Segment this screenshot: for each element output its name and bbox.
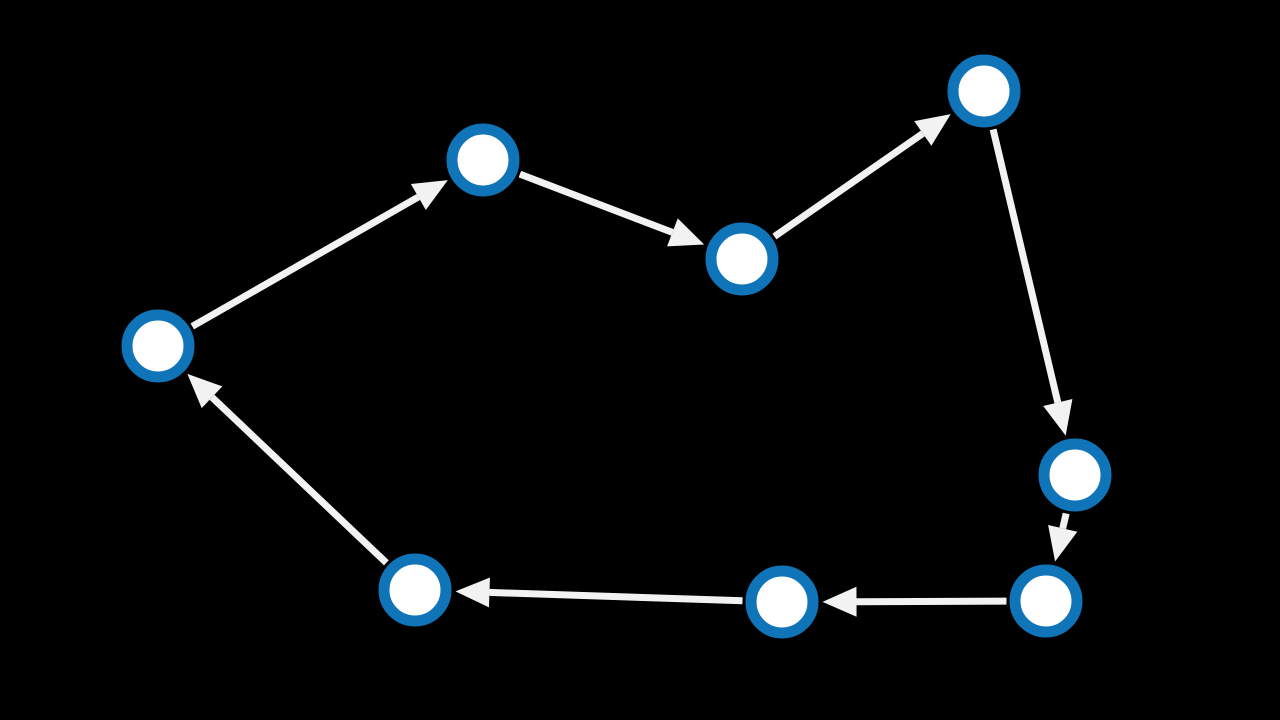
graph-node[interactable] <box>121 309 195 383</box>
graph-edge[interactable] <box>455 577 743 608</box>
arrowhead-icon <box>410 180 448 211</box>
edges-layer <box>187 114 1078 617</box>
node-circle <box>745 565 819 639</box>
nodes-layer <box>121 54 1112 639</box>
arrowhead-icon <box>455 577 490 608</box>
graph-edge[interactable] <box>518 170 705 247</box>
graph-node[interactable] <box>745 565 819 639</box>
node-circle <box>705 222 779 296</box>
edge-shaft <box>209 394 389 566</box>
graph-edge[interactable] <box>822 586 1007 617</box>
edge-shaft <box>989 128 1062 404</box>
edge-shaft <box>489 588 743 605</box>
node-circle <box>121 309 195 383</box>
edge-shaft <box>518 170 674 236</box>
graph-node[interactable] <box>1009 564 1083 638</box>
node-circle <box>1009 564 1083 638</box>
graph-edge[interactable] <box>989 128 1073 436</box>
node-circle <box>1038 438 1112 512</box>
node-circle <box>947 54 1021 128</box>
node-circle <box>446 123 520 197</box>
graph-edge[interactable] <box>190 180 448 330</box>
arrowhead-icon <box>1048 525 1078 562</box>
arrowhead-icon <box>822 586 857 617</box>
graph-edge[interactable] <box>187 373 389 566</box>
graph-node[interactable] <box>1038 438 1112 512</box>
graph-edge[interactable] <box>1048 512 1078 562</box>
graph-node[interactable] <box>705 222 779 296</box>
graph-edge[interactable] <box>772 114 951 240</box>
graph-node[interactable] <box>446 123 520 197</box>
edge-shaft <box>772 130 925 240</box>
graph-node[interactable] <box>947 54 1021 128</box>
arrowhead-icon <box>1043 399 1073 436</box>
edge-shaft <box>1059 512 1070 530</box>
edge-shaft <box>190 193 421 330</box>
node-circle <box>378 553 452 627</box>
arrowhead-icon <box>187 373 223 409</box>
graph-node[interactable] <box>378 553 452 627</box>
edge-shaft <box>856 597 1007 606</box>
arrowhead-icon <box>667 218 705 247</box>
arrowhead-icon <box>914 114 951 146</box>
